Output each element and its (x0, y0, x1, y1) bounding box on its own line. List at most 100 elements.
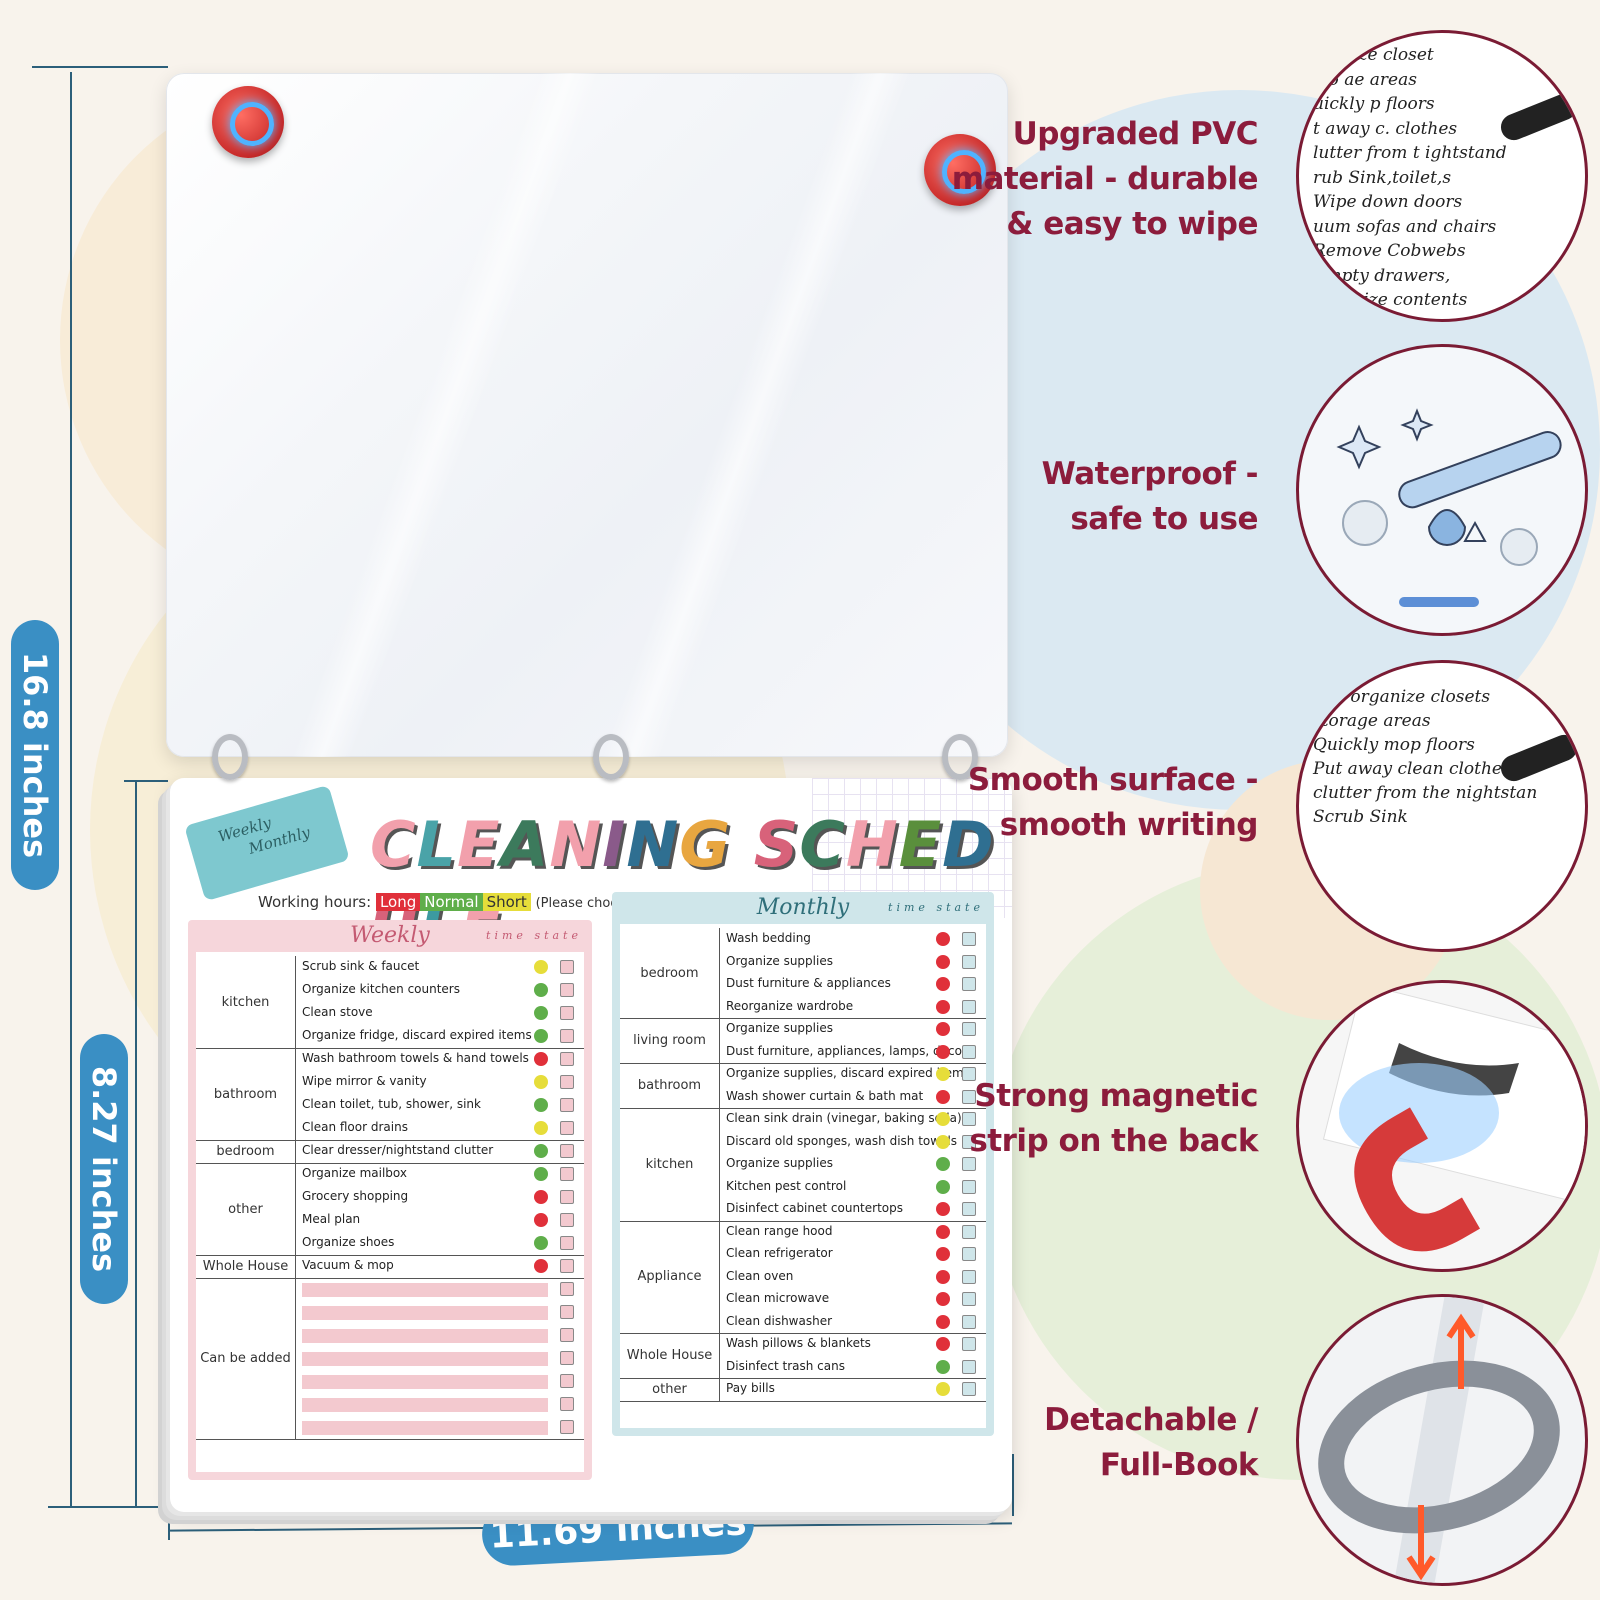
state-checkbox[interactable] (962, 1089, 976, 1104)
time-dot (936, 999, 950, 1014)
state-checkbox[interactable] (962, 1314, 976, 1329)
group-label: Whole House (620, 1333, 720, 1378)
monthly-title: Monthly (756, 895, 850, 920)
feature-5-line-1: Detachable / (1044, 1402, 1258, 1438)
group-label: living room (620, 1018, 720, 1063)
dim-height-total-pill: 16.8 inches (11, 620, 59, 890)
time-dot (936, 1179, 950, 1194)
group-label: bathroom (620, 1063, 720, 1108)
blank-task-row[interactable] (302, 1329, 548, 1343)
time-dot (936, 932, 950, 946)
state-checkbox[interactable] (560, 960, 574, 974)
state-checkbox[interactable] (962, 1044, 976, 1059)
handwritten-line: clutter from the nightstan (1313, 783, 1538, 803)
state-checkbox[interactable] (560, 1006, 574, 1020)
state-checkbox[interactable] (962, 1382, 976, 1396)
state-checkbox[interactable] (560, 983, 574, 997)
state-checkbox[interactable] (962, 1022, 976, 1036)
state-checkbox[interactable] (560, 1029, 574, 1043)
state-checkbox[interactable] (560, 1305, 574, 1319)
state-checkbox[interactable] (962, 1112, 976, 1126)
state-checkbox[interactable] (560, 1397, 574, 1411)
state-checkbox[interactable] (560, 1098, 574, 1112)
magnet-left (212, 86, 284, 158)
state-checkbox[interactable] (560, 1190, 574, 1204)
state-checkbox[interactable] (962, 1337, 976, 1351)
time-dot (534, 1259, 548, 1273)
state-checkbox[interactable] (962, 977, 976, 991)
state-checkbox[interactable] (560, 1259, 574, 1273)
feature-3-line-2: smooth writing (999, 807, 1259, 843)
task-text: Vacuum & mop (302, 1258, 394, 1272)
task-text: Clean toilet, tub, shower, sink (302, 1097, 481, 1111)
task-text: Clean oven (726, 1268, 794, 1283)
time-dot (534, 1052, 548, 1066)
state-checkbox[interactable] (962, 1157, 976, 1171)
monthly-state-label: state (936, 901, 984, 914)
state-checkbox[interactable] (962, 1067, 976, 1081)
state-checkbox[interactable] (560, 1167, 574, 1181)
magnet-right (924, 134, 996, 206)
time-dot (936, 1359, 950, 1374)
state-checkbox[interactable] (962, 932, 976, 946)
state-checkbox[interactable] (560, 1075, 574, 1089)
task-text: Clean dishwasher (726, 1313, 833, 1328)
blank-task-row[interactable] (302, 1283, 548, 1297)
state-checkbox[interactable] (560, 1121, 574, 1135)
state-checkbox[interactable] (962, 999, 976, 1014)
state-checkbox[interactable] (560, 1328, 574, 1342)
state-checkbox[interactable] (962, 1359, 976, 1374)
dim-height-sheet-pill: 8.27 inches (80, 1034, 128, 1304)
state-checkbox[interactable] (962, 1202, 976, 1216)
time-dot (936, 1269, 950, 1284)
state-checkbox[interactable] (560, 1052, 574, 1066)
state-checkbox[interactable] (962, 1134, 976, 1149)
title-letter: C (370, 808, 417, 881)
handwritten-line: organize contents (1313, 290, 1468, 310)
title-letter: I (602, 808, 627, 881)
state-checkbox[interactable] (962, 1269, 976, 1284)
state-checkbox[interactable] (962, 1179, 976, 1194)
blank-task-row[interactable] (302, 1398, 548, 1412)
task-text: Organize mailbox (302, 1166, 407, 1180)
state-checkbox[interactable] (962, 1224, 976, 1239)
task-text: Clean microwave (726, 1291, 830, 1305)
state-checkbox[interactable] (962, 954, 976, 969)
blank-task-row[interactable] (302, 1352, 548, 1366)
title-letter: S (753, 808, 800, 881)
group-label: other (620, 1378, 720, 1401)
state-checkbox[interactable] (560, 1236, 574, 1250)
time-dot (936, 1382, 950, 1396)
monthly-time-label: time (888, 901, 929, 914)
hours-short-chip: Short (482, 893, 531, 911)
state-checkbox[interactable] (560, 1213, 574, 1227)
handwritten-line: uum sofas and chairs (1313, 216, 1497, 237)
toothbrush-icon (1398, 431, 1562, 509)
group-label: Appliance (620, 1220, 720, 1333)
blank-task-row[interactable] (302, 1375, 548, 1389)
title-letter: G (679, 808, 732, 881)
feature-1-text: Upgraded PVC material - durable & easy t… (952, 112, 1259, 247)
blank-task-row[interactable] (302, 1421, 548, 1435)
group-divider (620, 1333, 986, 1334)
feature-4-line-1: Strong magnetic (974, 1078, 1258, 1114)
state-checkbox[interactable] (560, 1420, 574, 1434)
handwritten-line: Scrub Sink (1313, 807, 1408, 827)
time-dot (936, 1247, 950, 1261)
state-checkbox[interactable] (962, 1292, 976, 1306)
state-checkbox[interactable] (560, 1144, 574, 1158)
time-dot (534, 1167, 548, 1181)
state-checkbox[interactable] (560, 1282, 574, 1296)
state-checkbox[interactable] (962, 1247, 976, 1261)
handwritten-line: storage areas (1313, 711, 1431, 731)
title-letter: D (942, 808, 995, 881)
blank-task-row[interactable] (302, 1306, 548, 1320)
state-checkbox[interactable] (560, 1351, 574, 1365)
magnet-illustration (1322, 983, 1585, 1252)
state-checkbox[interactable] (560, 1374, 574, 1388)
